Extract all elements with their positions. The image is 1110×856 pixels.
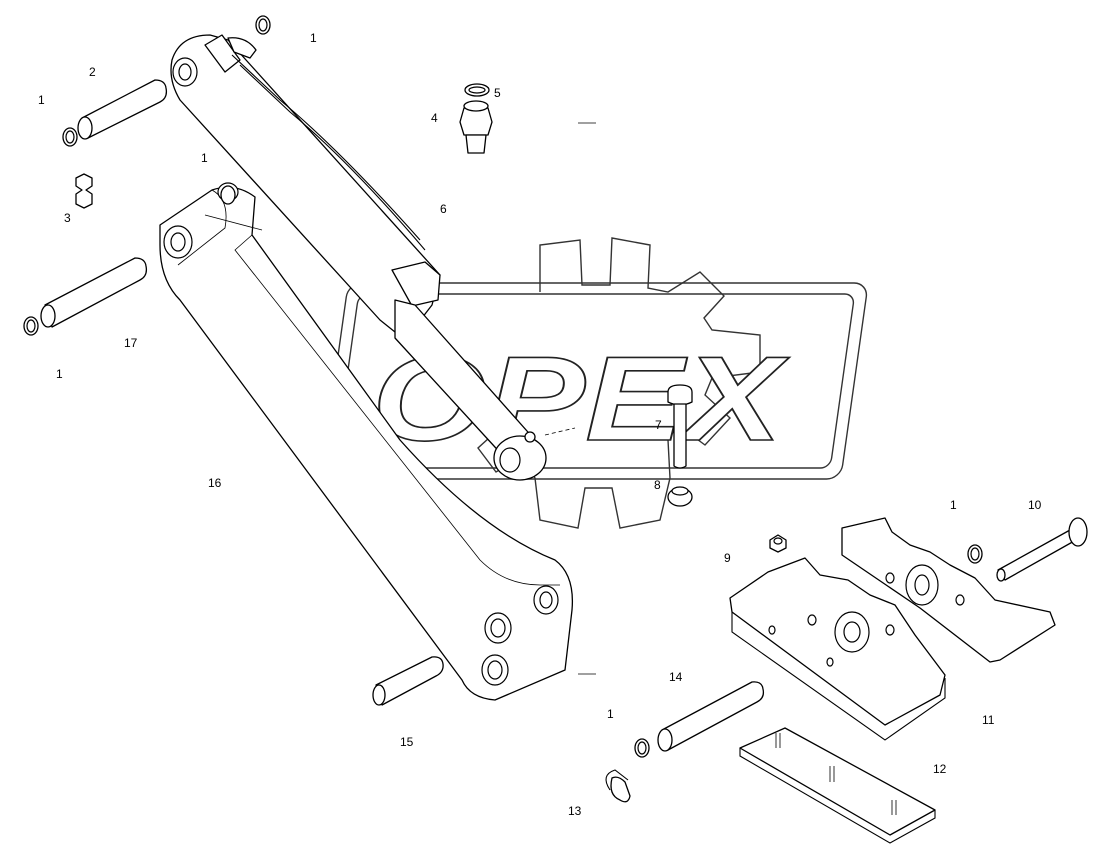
callout-14: 14 xyxy=(669,670,683,684)
callout-1: 1 xyxy=(38,93,45,107)
part-6-hydraulic-cylinder xyxy=(170,34,576,481)
callout-4: 4 xyxy=(431,111,438,125)
callout-9: 9 xyxy=(724,551,731,565)
callout-11: 11 xyxy=(982,713,995,727)
part-14-pin xyxy=(657,681,765,752)
part-3-grease-nipple xyxy=(75,173,93,209)
part-8-nut xyxy=(667,486,693,507)
part-12-pad xyxy=(739,727,936,844)
callout-7: 7 xyxy=(655,418,662,432)
part-4-adapter-fitting xyxy=(459,100,493,154)
callout-6: 6 xyxy=(440,202,447,216)
callout-10: 10 xyxy=(1028,498,1042,512)
callout-1: 1 xyxy=(201,151,208,165)
callout-13: 13 xyxy=(568,804,582,818)
part-1-snap-rings xyxy=(23,15,983,758)
callout-16: 16 xyxy=(208,476,222,490)
part-5-o-ring xyxy=(464,83,490,97)
part-16-main-arm xyxy=(159,182,574,701)
callout-17: 17 xyxy=(124,336,138,350)
callout-1: 1 xyxy=(950,498,957,512)
part-17-pin xyxy=(40,257,148,328)
callout-8: 8 xyxy=(654,478,661,492)
gear-outline xyxy=(477,237,761,529)
dash-marks xyxy=(578,122,596,675)
part-7-bolt xyxy=(667,384,693,469)
callout-1: 1 xyxy=(607,707,614,721)
part-10-bolt xyxy=(996,517,1088,582)
callout-5: 5 xyxy=(494,86,501,100)
callout-15: 15 xyxy=(400,735,414,749)
part-13-clip xyxy=(605,769,631,803)
part-9-nut xyxy=(769,534,787,553)
callout-3: 3 xyxy=(64,211,71,225)
part-15-pin xyxy=(372,656,444,706)
callout-2: 2 xyxy=(89,65,96,79)
callout-12: 12 xyxy=(933,762,947,776)
callout-1: 1 xyxy=(56,367,63,381)
part-11-step-bracket xyxy=(729,517,1056,741)
callout-labels: 1 2 1 5 4 1 3 6 17 1 7 16 8 1 10 9 14 1 … xyxy=(38,31,1042,818)
callout-1: 1 xyxy=(310,31,317,45)
part-2-pin xyxy=(77,79,168,140)
